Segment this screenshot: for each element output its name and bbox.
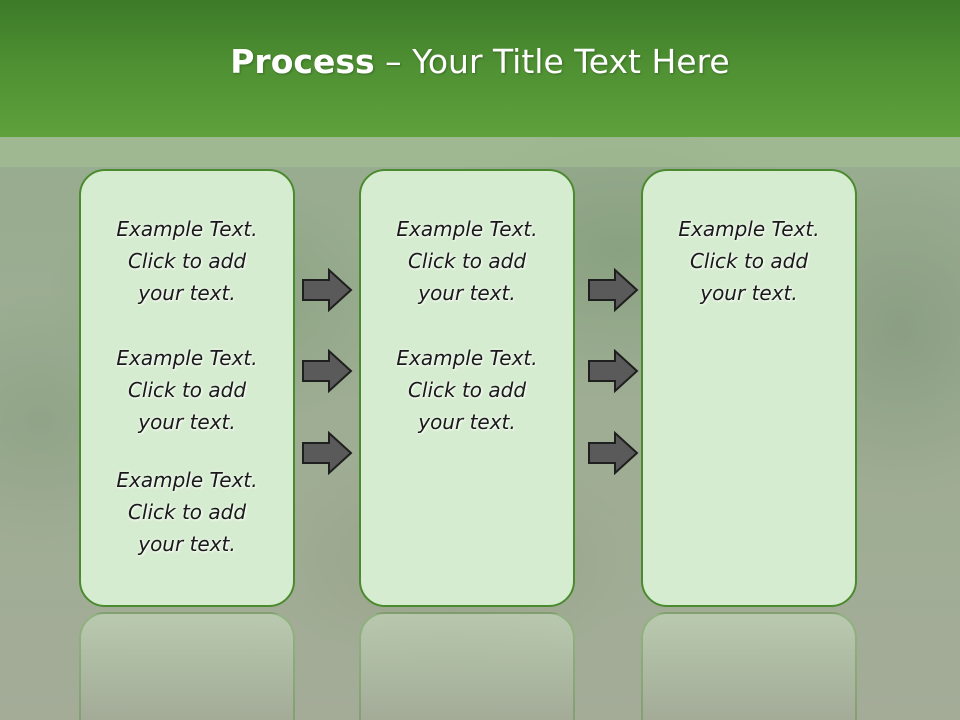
text-line: Example Text. (116, 346, 258, 370)
title-rest-part: – Your Title Text Here (374, 42, 730, 81)
text-line: Click to add (127, 378, 247, 402)
text-line: Click to add (127, 500, 247, 524)
text-line: Click to add (127, 249, 247, 273)
right-arrow-icon[interactable] (587, 268, 639, 312)
text-line: your text. (700, 281, 798, 305)
right-arrow-icon[interactable] (587, 431, 639, 475)
text-line: Example Text. (678, 217, 820, 241)
box1-reflection (79, 612, 295, 720)
box1-text-3[interactable]: Example Text. Click to add your text. (81, 464, 293, 560)
text-line: your text. (138, 532, 236, 556)
box1-text-2[interactable]: Example Text. Click to add your text. (81, 342, 293, 438)
title-bar: Process – Your Title Text Here (0, 0, 960, 137)
right-arrow-icon[interactable] (587, 349, 639, 393)
text-line: Example Text. (116, 468, 258, 492)
right-arrow-icon[interactable] (301, 431, 353, 475)
title-underband (0, 137, 960, 167)
text-line: your text. (418, 410, 516, 434)
text-line: your text. (418, 281, 516, 305)
text-line: Click to add (407, 249, 527, 273)
text-line: Example Text. (116, 217, 258, 241)
process-box-3[interactable]: Example Text. Click to add your text. (641, 169, 857, 607)
right-arrow-icon[interactable] (301, 349, 353, 393)
box2-text-1[interactable]: Example Text. Click to add your text. (361, 213, 573, 309)
text-line: your text. (138, 281, 236, 305)
box3-text-1[interactable]: Example Text. Click to add your text. (643, 213, 855, 309)
slide-title[interactable]: Process – Your Title Text Here (230, 42, 729, 81)
text-line: Example Text. (396, 217, 538, 241)
text-line: Click to add (407, 378, 527, 402)
process-box-2[interactable]: Example Text. Click to add your text. Ex… (359, 169, 575, 607)
box1-text-1[interactable]: Example Text. Click to add your text. (81, 213, 293, 309)
box2-reflection (359, 612, 575, 720)
box3-reflection (641, 612, 857, 720)
process-box-1[interactable]: Example Text. Click to add your text. Ex… (79, 169, 295, 607)
text-line: Example Text. (396, 346, 538, 370)
right-arrow-icon[interactable] (301, 268, 353, 312)
text-line: Click to add (689, 249, 809, 273)
box2-text-2[interactable]: Example Text. Click to add your text. (361, 342, 573, 438)
text-line: your text. (138, 410, 236, 434)
title-bold-part: Process (230, 42, 375, 81)
